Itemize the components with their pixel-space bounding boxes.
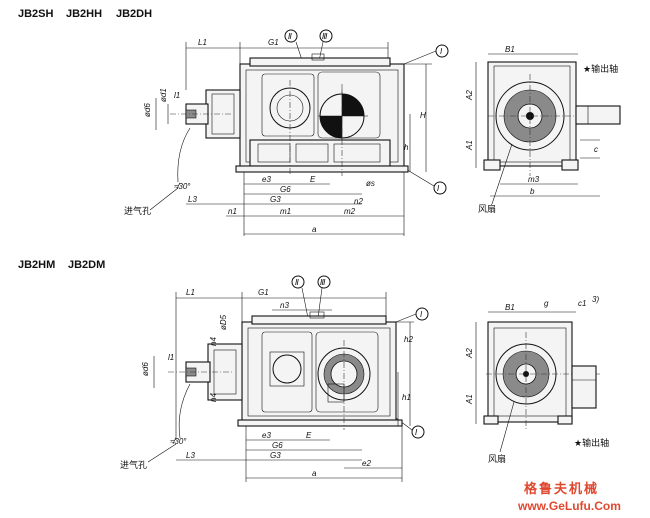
dim-h2-bottom: h2 <box>404 335 413 344</box>
dim-n4-lower-bottom: n4 <box>209 393 218 402</box>
dim-e3-top: e3 <box>262 175 271 184</box>
dim-n3-bottom: n3 <box>280 301 289 310</box>
dim-g6-bottom: G6 <box>272 441 283 450</box>
dim-a2-bottom: A2 <box>465 348 474 359</box>
svg-text:Ⅰ: Ⅰ <box>415 428 418 437</box>
callout-circle-4-bottom <box>411 425 425 439</box>
dim-l3-bottom: L3 <box>186 451 195 460</box>
dim-d5-bottom: øD5 <box>219 314 228 330</box>
callout-circle-3-bottom <box>317 275 331 289</box>
dim-l1-side-top: l1 <box>174 91 180 100</box>
bottom-front-view: L1 G1 n3 øD5 Ⅱ Ⅲ I Ⅰ ød6 <box>120 275 429 482</box>
dim-d6-top: ød6 <box>143 103 152 117</box>
dim-b1-top: B1 <box>505 45 515 54</box>
output-shaft-label-bottom: ★输出轴 <box>574 437 609 448</box>
callout-circle-3 <box>319 29 333 43</box>
air-inlet-label-top: 进气孔 <box>124 205 151 216</box>
dim-d1-top: ød1 <box>159 88 168 102</box>
model-jb2hm: JB2HM <box>18 259 55 271</box>
dim-c1-bottom: c1 <box>578 299 586 308</box>
watermark-cn: 格鲁夫机械 <box>524 481 599 496</box>
watermark: 格鲁夫机械 www.GeLufu.Com <box>517 481 621 513</box>
callout-circle-4 <box>433 181 447 195</box>
dim-a1-top: A1 <box>465 140 474 151</box>
model-jb2dm: JB2DM <box>68 259 105 271</box>
dim-e-bottom: E <box>306 431 312 440</box>
dim-m3-top: m3 <box>528 175 540 184</box>
dim-l3-top: L3 <box>188 195 197 204</box>
dim-g1-bottom: G1 <box>258 288 269 297</box>
dim-g3-top: G3 <box>270 195 281 204</box>
dim-g1-top: G1 <box>268 38 279 47</box>
fan-label-bottom: 风扇 <box>488 453 506 464</box>
svg-text:Ⅰ: Ⅰ <box>437 184 440 193</box>
bottom-model-headers: JB2HM JB2DM <box>18 259 105 271</box>
dim-n1-top: n1 <box>228 207 237 216</box>
dim-b1-bottom: B1 <box>505 303 515 312</box>
top-side-view: B1 ★输出轴 A2 A1 c m3 b 风扇 <box>465 45 621 214</box>
model-jb2sh: JB2SH <box>18 8 54 20</box>
callout-circle-2-bottom <box>291 275 305 289</box>
dim-l1-side-bottom: l1 <box>168 353 174 362</box>
svg-text:Ⅱ: Ⅱ <box>288 32 292 41</box>
dim-a2-top: A2 <box>465 90 474 101</box>
dim-h1-bottom: h1 <box>402 393 411 402</box>
dim-g-bottom: g <box>544 299 549 308</box>
dim-n4-upper-bottom: n4 <box>209 337 218 346</box>
dim-h-upper-top: H <box>420 111 426 120</box>
dim-l1-top: L1 <box>198 38 207 47</box>
dim-l1-bottom: L1 <box>186 288 195 297</box>
dim-c-top: c <box>594 145 598 154</box>
dim-m1-top: m1 <box>280 207 291 216</box>
dim-m2-top: m2 <box>344 207 356 216</box>
dim-angle-top: ≉30° <box>174 182 191 191</box>
watermark-url: www.GeLufu.Com <box>517 499 621 513</box>
dim-d6-bottom: ød6 <box>141 362 150 376</box>
callout-circle-2 <box>284 29 298 43</box>
dim-s-top: øs <box>366 179 375 188</box>
dim-g6-top: G6 <box>280 185 291 194</box>
top-model-headers: JB2SH JB2HH JB2DH <box>18 8 152 20</box>
dim-a1-bottom: A1 <box>465 394 474 405</box>
svg-text:I: I <box>440 47 443 56</box>
model-jb2hh: JB2HH <box>66 8 102 20</box>
dim-n2-top: n2 <box>354 197 363 206</box>
dim-a-bottom: a <box>312 469 317 478</box>
output-shaft-label-top: ★输出轴 <box>583 63 618 74</box>
dim-e-top: E <box>310 175 316 184</box>
dim-b-top: b <box>530 187 535 196</box>
svg-text:Ⅲ: Ⅲ <box>320 278 326 287</box>
bottom-side-view: B1 g c1 3) A2 A1 ★输出轴 风扇 <box>465 295 609 464</box>
dim-angle-bottom: ≉30° <box>170 437 187 446</box>
svg-text:Ⅲ: Ⅲ <box>322 32 328 41</box>
dim-h-lower-top: h <box>404 143 409 152</box>
dim-a-top: a <box>312 225 317 234</box>
svg-text:I: I <box>420 310 423 319</box>
fan-label-top: 风扇 <box>478 203 496 214</box>
top-front-view: L1 G1 Ⅱ Ⅲ I Ⅰ <box>124 29 449 236</box>
dim-e2-bottom: e2 <box>362 459 371 468</box>
dim-g3-bottom: G3 <box>270 451 281 460</box>
note-3-bottom: 3) <box>592 295 599 304</box>
svg-text:Ⅱ: Ⅱ <box>295 278 299 287</box>
dim-e3-bottom: e3 <box>262 431 271 440</box>
air-inlet-label-bottom: 进气孔 <box>120 459 147 470</box>
model-jb2dh: JB2DH <box>116 8 152 20</box>
